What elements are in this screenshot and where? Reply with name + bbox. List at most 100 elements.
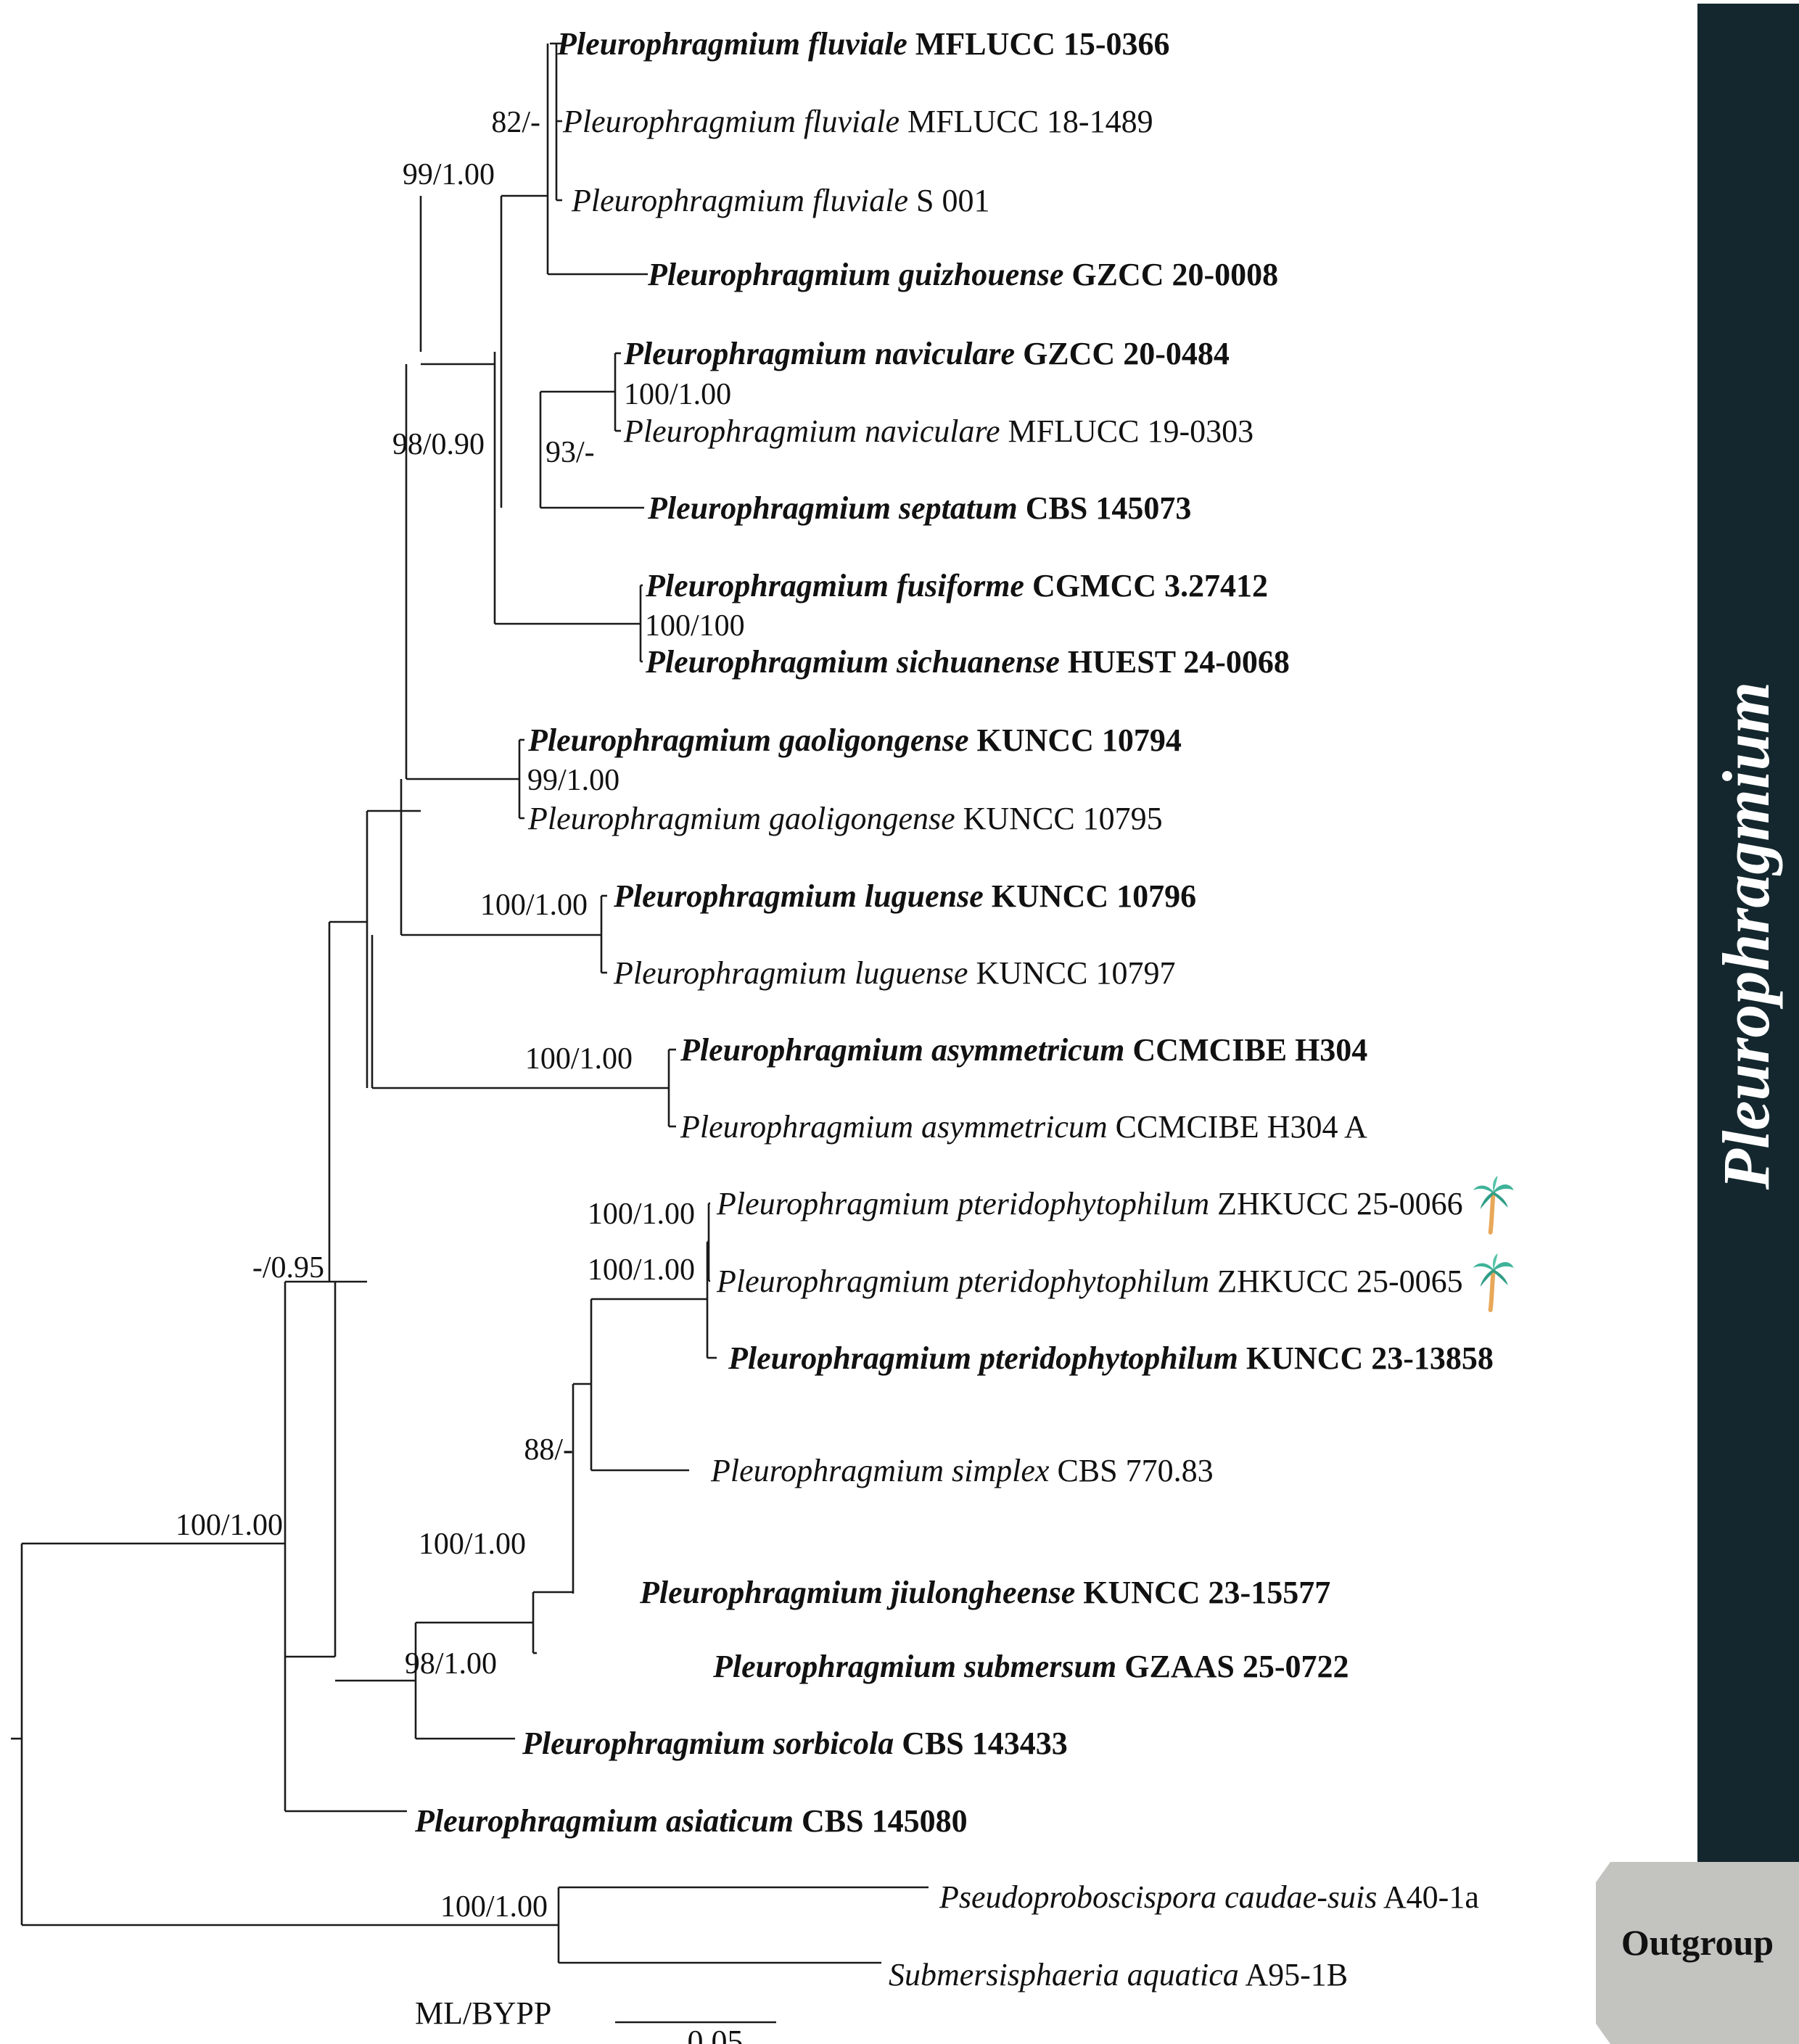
taxon-label: Submersisphaeria aquatica A95-1B (889, 1957, 1348, 1993)
support-value: 88/- (524, 1433, 573, 1467)
palm-tree-icon (1473, 1253, 1514, 1312)
taxon-strain: KUNCC 23-13858 (1238, 1340, 1494, 1376)
taxon-strain: MFLUCC 18-1489 (900, 104, 1153, 139)
taxon-label: Pleurophragmium asiaticum CBS 145080 (414, 1803, 968, 1839)
taxon-label: Pleurophragmium simplex CBS 770.83 (710, 1453, 1214, 1488)
taxon-species-name: Pleurophragmium pteridophytophilum (728, 1340, 1238, 1376)
taxon-strain: CBS 770.83 (1049, 1453, 1213, 1488)
taxon-strain: CBS 143433 (894, 1726, 1068, 1761)
taxon-strain: KUNCC 23-15577 (1075, 1575, 1330, 1610)
taxon-strain: CCMCIBE H304 (1124, 1032, 1367, 1068)
taxon-species-name: Pleurophragmium septatum (647, 490, 1018, 526)
support-value: 100/100 (645, 609, 745, 643)
support-value: 93/- (546, 436, 595, 469)
taxon-species-name: Pleurophragmium gaoligongense (527, 801, 955, 836)
taxon-strain: A95-1B (1239, 1957, 1348, 1993)
taxon-species-name: Pleurophragmium submersum (712, 1649, 1116, 1684)
taxon-label: Pleurophragmium fusiforme CGMCC 3.27412 (645, 568, 1268, 603)
taxon-strain: S 001 (908, 183, 989, 218)
taxon-label: Pleurophragmium sorbicola CBS 143433 (522, 1726, 1068, 1761)
taxon-species-name: Pleurophragmium luguense (613, 878, 984, 914)
support-value: 98/0.90 (392, 428, 485, 461)
taxon-species-name: Pleurophragmium asymmetricum (680, 1032, 1124, 1068)
taxon-strain: ZHKUCC 25-0066 (1209, 1186, 1463, 1221)
taxon-label: Pleurophragmium fluviale S 001 (571, 183, 989, 218)
taxon-label: Pleurophragmium septatum CBS 145073 (647, 490, 1191, 526)
clade-bar-pleurophragmium (1697, 4, 1799, 1862)
support-value: 99/1.00 (527, 764, 619, 797)
outgroup-box (1596, 1862, 1799, 2044)
taxon-strain: HUEST 24-0068 (1060, 644, 1290, 680)
taxon-strain: A40-1a (1377, 1879, 1479, 1915)
taxon-species-name: Pleurophragmium fluviale (571, 183, 908, 218)
taxon-species-name: Pleurophragmium guizhouense (647, 257, 1063, 292)
support-value: 100/1.00 (176, 1509, 283, 1542)
taxon-species-name: Pleurophragmium pteridophytophilum (716, 1186, 1209, 1221)
taxon-species-name: Pleurophragmium naviculare (623, 336, 1015, 371)
support-value: 100/1.00 (588, 1253, 695, 1287)
taxon-species-name: Pleurophragmium simplex (710, 1453, 1050, 1488)
clade-label-pleurophragmium: Pleurophragmium (1709, 682, 1783, 1190)
support-value: 100/1.00 (440, 1890, 548, 1924)
taxon-species-name: Pleurophragmium sorbicola (522, 1726, 894, 1761)
taxon-species-name: Pleurophragmium sichuanense (645, 644, 1060, 680)
taxon-species-name: Pseudoproboscispora caudae-suis (939, 1879, 1377, 1915)
taxon-label: Pleurophragmium luguense KUNCC 10796 (613, 878, 1196, 914)
support-value: 100/1.00 (588, 1198, 695, 1231)
taxon-strain: GZAAS 25-0722 (1116, 1649, 1349, 1684)
taxon-strain: KUNCC 10796 (984, 878, 1196, 914)
scale-bar-label: 0.05 (688, 2024, 744, 2044)
taxon-label: Pleurophragmium pteridophytophilum ZHKUC… (716, 1264, 1463, 1299)
taxon-label: Pleurophragmium naviculare MFLUCC 19-030… (623, 413, 1253, 449)
palm-tree-icon (1473, 1176, 1514, 1235)
taxon-strain: CGMCC 3.27412 (1024, 568, 1268, 603)
taxon-strain: KUNCC 10795 (955, 801, 1163, 836)
taxon-label: Pleurophragmium naviculare GZCC 20-0484 (623, 336, 1230, 371)
taxon-label: Pseudoproboscispora caudae-suis A40-1a (939, 1879, 1479, 1915)
taxon-label: Pleurophragmium luguense KUNCC 10797 (613, 955, 1175, 991)
support-value: 98/1.00 (405, 1647, 497, 1681)
taxon-species-name: Pleurophragmium fluviale (556, 26, 907, 62)
taxon-strain: MFLUCC 19-0303 (1000, 413, 1254, 449)
tree-branches (11, 42, 929, 1964)
taxon-strain: CBS 145080 (794, 1803, 968, 1839)
taxon-label: Pleurophragmium submersum GZAAS 25-0722 (712, 1649, 1349, 1684)
taxon-label: Pleurophragmium gaoligongense KUNCC 1079… (527, 722, 1182, 758)
support-value: 100/1.00 (624, 378, 731, 411)
support-value: 82/- (491, 106, 540, 139)
taxon-label: Pleurophragmium jiulongheense KUNCC 23-1… (639, 1575, 1330, 1610)
support-values: 82/- 99/1.00 100/1.00 93/- 100/100 98/0.90 99/… (176, 106, 745, 1924)
taxon-label: Pleurophragmium pteridophytophilum KUNCC… (728, 1340, 1494, 1376)
taxon-strain: KUNCC 10797 (968, 955, 1175, 991)
taxon-species-name: Pleurophragmium gaoligongense (527, 722, 969, 758)
taxon-species-name: Pleurophragmium jiulongheense (639, 1575, 1075, 1610)
taxon-label: Pleurophragmium guizhouense GZCC 20-0008 (647, 257, 1278, 292)
taxon-species-name: Submersisphaeria aquatica (889, 1957, 1239, 1993)
taxon-strain: CBS 145073 (1018, 490, 1192, 526)
taxon-species-name: Pleurophragmium asiaticum (414, 1803, 794, 1839)
taxon-species-name: Pleurophragmium asymmetricum (680, 1109, 1108, 1145)
taxon-species-name: Pleurophragmium pteridophytophilum (716, 1264, 1209, 1299)
support-value: 99/1.00 (403, 158, 495, 191)
taxon-strain: KUNCC 10794 (969, 722, 1182, 758)
taxon-species-name: Pleurophragmium luguense (613, 955, 968, 991)
taxon-labels: Pleurophragmium fluviale MFLUCC 15-0366P… (414, 26, 1514, 1993)
taxon-species-name: Pleurophragmium naviculare (623, 413, 1000, 449)
taxon-strain: ZHKUCC 25-0065 (1209, 1264, 1463, 1299)
support-value: -/0.95 (252, 1251, 324, 1285)
taxon-label: Pleurophragmium gaoligongense KUNCC 1079… (527, 801, 1163, 836)
taxon-strain: GZCC 20-0484 (1015, 336, 1230, 371)
taxon-strain: CCMCIBE H304 A (1108, 1109, 1367, 1145)
taxon-strain: GZCC 20-0008 (1063, 257, 1278, 292)
taxon-species-name: Pleurophragmium fusiforme (645, 568, 1024, 603)
support-value: 100/1.00 (419, 1528, 526, 1561)
taxon-label: Pleurophragmium sichuanense HUEST 24-006… (645, 644, 1290, 680)
taxon-label: Pleurophragmium fluviale MFLUCC 18-1489 (562, 104, 1153, 139)
taxon-strain: MFLUCC 15-0366 (907, 26, 1170, 62)
outgroup-label: Outgroup (1621, 1922, 1774, 1963)
taxon-species-name: Pleurophragmium fluviale (562, 104, 900, 139)
taxon-label: Pleurophragmium pteridophytophilum ZHKUC… (716, 1186, 1463, 1221)
taxon-label: Pleurophragmium fluviale MFLUCC 15-0366 (556, 26, 1170, 62)
support-value: 100/1.00 (525, 1042, 633, 1076)
